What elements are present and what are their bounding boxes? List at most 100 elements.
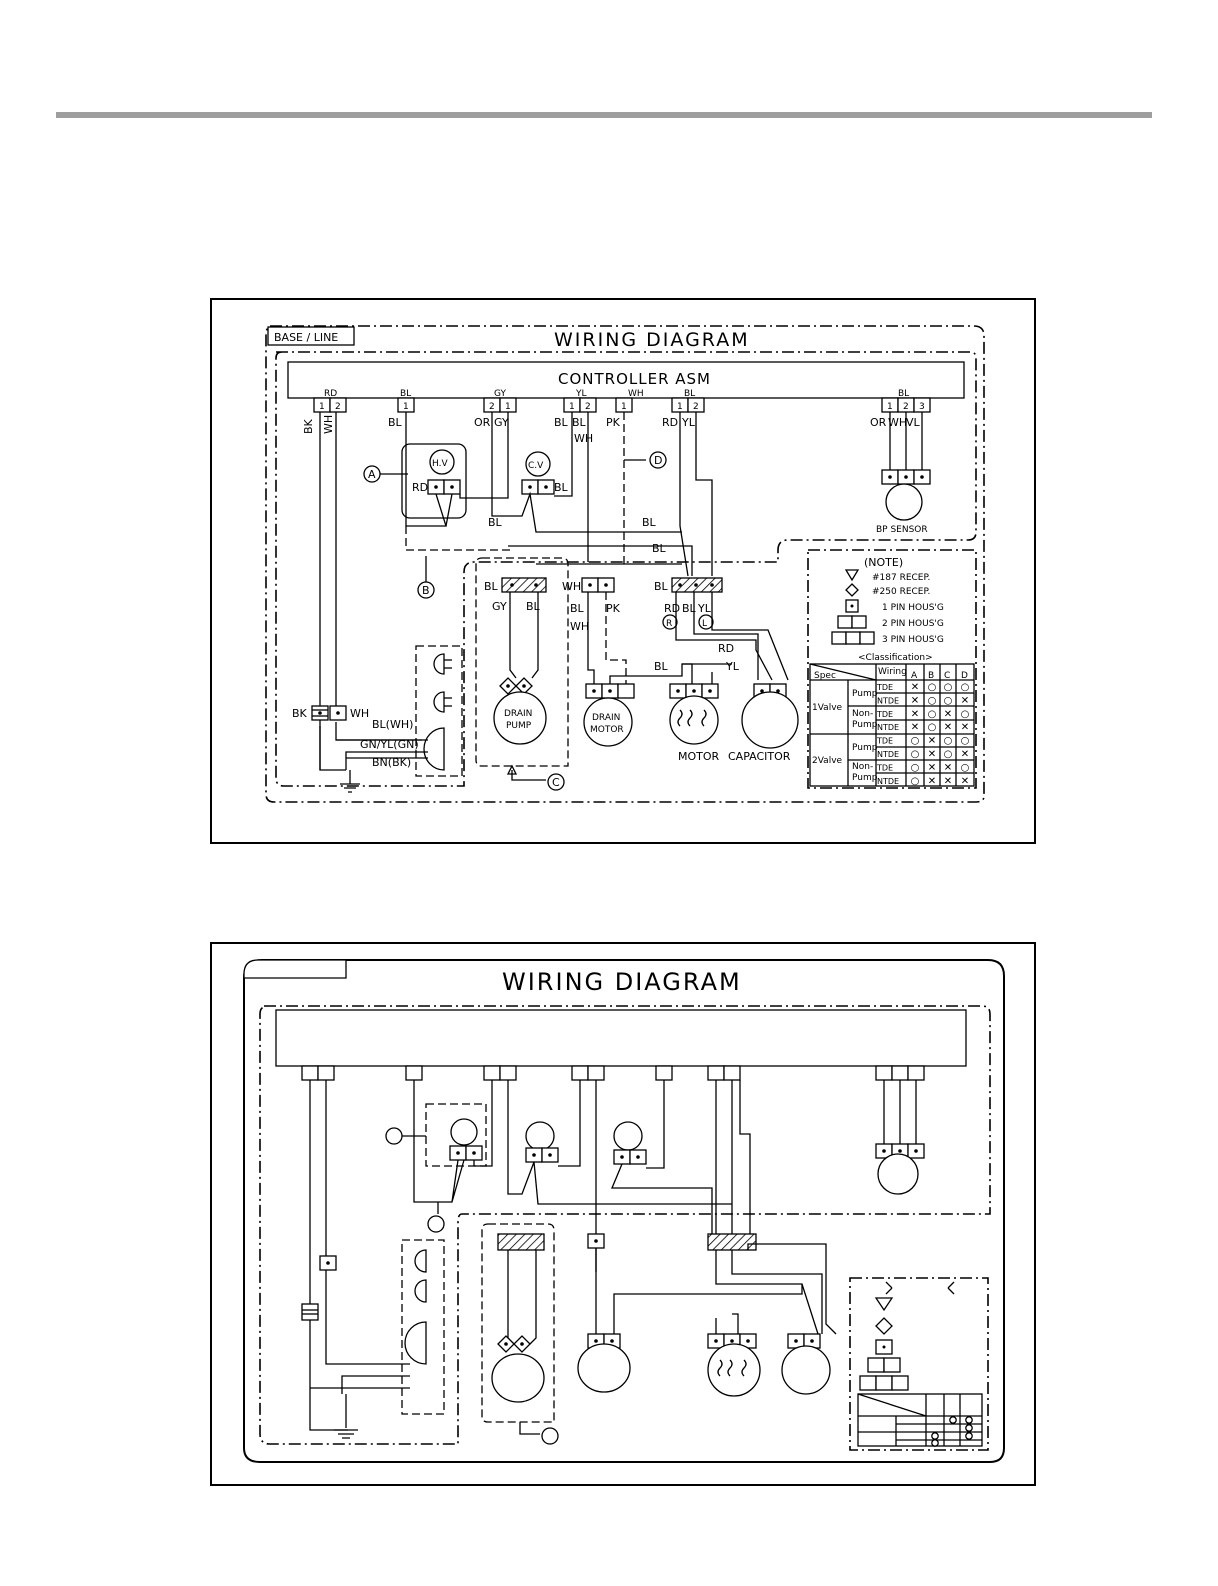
drain-pump-connector [501,577,547,593]
base-tag-box [267,326,355,346]
drain-pump [493,691,547,745]
controller-asm [287,361,965,399]
diamond-icon [845,583,859,597]
table-cell-mark: ✕ [944,709,952,720]
controller-asm-b [275,1009,967,1067]
table-cell-mark: ✕ [944,762,952,773]
capacitor-b [781,1345,831,1395]
table-col: D [961,671,968,681]
wire-label: BL [572,416,587,429]
controller-pins-b [301,1065,925,1081]
svg-text:1: 1 [677,402,683,412]
wire-label: BL [654,580,669,593]
wire-label: BL [526,600,541,613]
wiring-diagram-a-svg: BASE / LINE WIRING DIAGRAM CONTROLLER AS… [265,325,985,803]
note-item: #250 RECEP. [872,587,930,597]
table-cell-mark: ✕ [944,776,952,787]
classification-title: <Classification> [858,653,933,663]
table-cell-mark: ○ [961,736,970,747]
marker-r [662,614,678,630]
wire-label: BL [554,481,569,494]
drain-pump-b [491,1353,545,1403]
table-pump: Pump [852,689,878,699]
table-cell-mark: ○ [944,736,953,747]
wire-label: PK [606,416,621,429]
wire-label: BN(BK) [372,756,411,769]
svg-text:L: L [702,619,707,629]
diagram-title-b: WIRING DIAGRAM [502,968,742,996]
fan-motor-b [707,1343,761,1397]
table-col: A [911,671,918,681]
wire-label: WH [322,415,335,434]
table-row-code: TDE [876,737,893,746]
drain-motor-label-2: MOTOR [590,725,624,735]
table-pump: Pump [852,743,878,753]
conn-color: WH [628,389,644,399]
note-box-b [849,1277,989,1451]
controller-pins [313,397,931,413]
wire-label: OR [870,416,887,429]
wire-label: RD [664,602,680,615]
note-box [807,549,977,789]
table-row-code: NTDE [877,723,899,732]
table-spec: Spec [814,671,836,681]
svg-text:1: 1 [319,402,325,412]
svg-text:B: B [422,584,430,597]
table-group: 2Valve [812,756,843,766]
wire-label: BL [570,602,585,615]
marker-l [698,614,714,630]
wire-label: RD [412,481,428,494]
drain-motor-b [577,1343,631,1393]
table-row-code: NTDE [877,696,899,705]
note-item: 2 PIN HOUS'G [882,619,944,629]
table-cell-mark: ○ [944,695,953,706]
table-row-code: NTDE [877,750,899,759]
note-item: #187 RECEP. [872,573,930,583]
table-nonpump-1: Non- [852,709,873,719]
base-tag-box-b [243,959,347,979]
table-cell-mark: ✕ [961,722,969,733]
table-cell-mark: ✕ [928,736,936,747]
wire-label: BL(WH) [372,718,413,731]
table-nonpump-1: Non- [852,762,873,772]
sensor-b [877,1153,919,1195]
conn-color: RD [324,389,337,399]
table-cell-mark: ✕ [928,776,936,787]
wire-label: BL [642,516,657,529]
motor-label: MOTOR [678,750,720,763]
table-cell-mark: ✕ [944,722,952,733]
wire-label: YL [697,602,712,615]
wire-label: BL [388,416,403,429]
table-cell-mark: ○ [928,709,937,720]
wire-label: RD [718,642,734,655]
table-cell-mark: ✕ [911,682,919,693]
hv-label: H.V [432,459,448,469]
table-cell-mark: ✕ [961,776,969,787]
hv-valve-coil [429,449,455,475]
wire-label: WH [574,432,593,445]
table-cell-mark: ✕ [961,749,969,760]
svg-text:2: 2 [903,402,909,412]
table-cell-mark: ○ [928,682,937,693]
svg-text:2: 2 [335,402,341,412]
table-cell-mark: ○ [944,749,953,760]
svg-text:3: 3 [919,402,925,412]
triangle-icon [844,569,860,582]
wire-label: RD [662,416,678,429]
table-cell-mark: ○ [911,762,920,773]
table-cell-mark: ✕ [911,709,919,720]
svg-text:1: 1 [887,402,893,412]
svg-text:R: R [666,619,672,629]
table-row-code: TDE [876,763,893,772]
svg-text:A: A [368,468,376,481]
two-pin-icon [837,615,853,629]
conn-color: GY [494,389,507,399]
table-cell-mark: ○ [961,762,970,773]
drain-motor [583,697,633,747]
cv-valve-coil [525,451,551,477]
note-item: 1 PIN HOUS'G [882,603,944,613]
inner-enclosure [275,351,977,787]
wire-label: BL [682,602,697,615]
conn-color: BL [684,389,695,399]
drain-pump-label-2: PUMP [506,721,532,731]
